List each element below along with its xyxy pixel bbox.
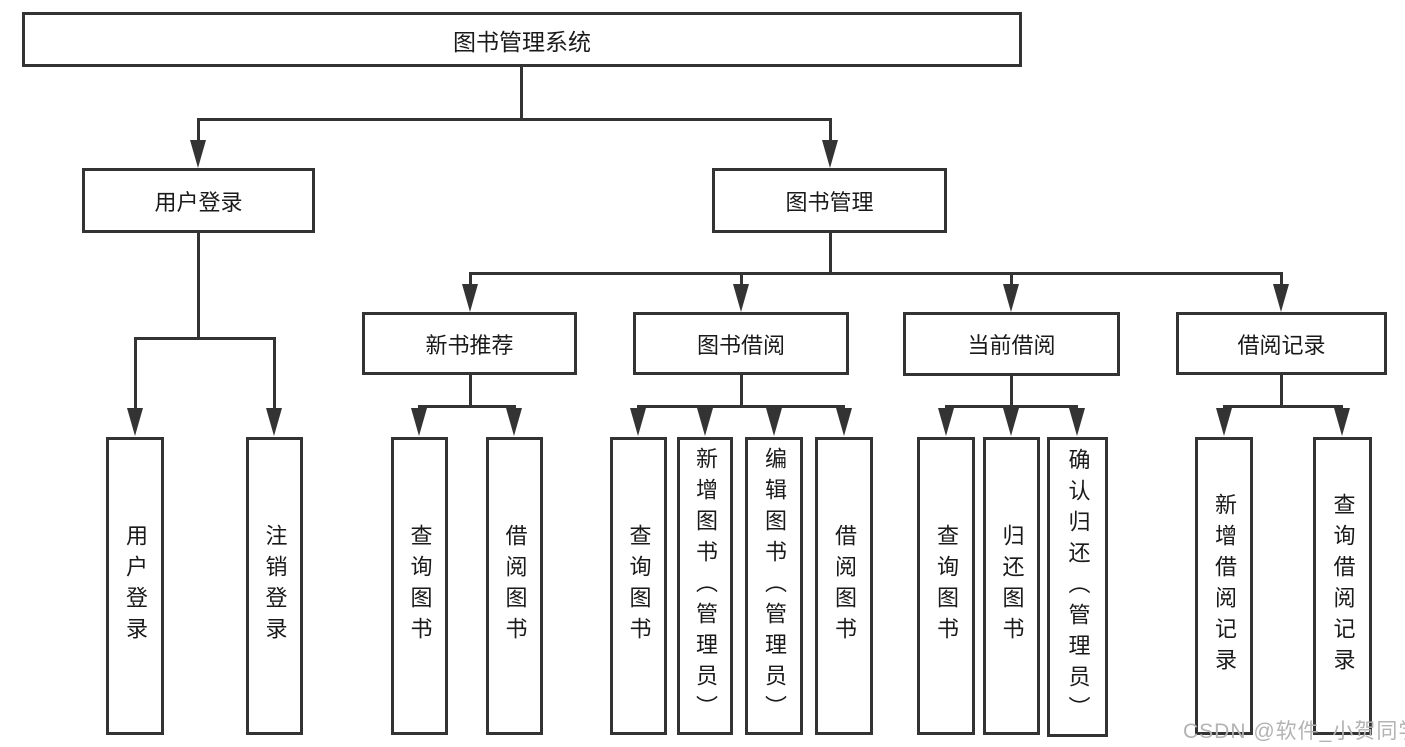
leaf-label: 查询图书 [934, 524, 959, 648]
arrow-down-icon [766, 408, 782, 436]
arrow-down-icon [697, 408, 713, 436]
arrow-down-icon [630, 408, 646, 436]
leaf-label: 编辑图书（管理员） [762, 446, 787, 726]
leaf-label: 查询图书 [626, 524, 652, 648]
leaf-recommend-borrow-books: 借阅图书 [486, 437, 543, 735]
connector-records-children-bar [1223, 405, 1343, 408]
connector-stub-login-user [134, 337, 137, 412]
arrow-down-icon [1069, 408, 1085, 436]
connector-mgmt-stem [829, 233, 832, 272]
leaf-records-add-record: 新增借阅记录 [1195, 437, 1253, 735]
leaf-borrow-edit-books-admin: 编辑图书（管理员） [745, 437, 803, 735]
leaf-current-return-books: 归还图书 [983, 437, 1040, 735]
leaf-borrow-query-books: 查询图书 [610, 437, 667, 735]
leaf-current-query-books: 查询图书 [917, 437, 975, 735]
csdn-watermark: CSDN @软件_小贺同学 [1183, 720, 1405, 743]
connector-stub-records [1280, 272, 1283, 290]
leaf-current-confirm-return-admin: 确认归还（管理员） [1047, 437, 1108, 737]
leaf-recommend-query-books: 查询图书 [391, 437, 448, 735]
connector-stub-borrow [740, 272, 743, 290]
connector-login-stem [197, 233, 200, 337]
connector-root-stem [520, 66, 523, 119]
connector-current-stem [1010, 375, 1013, 405]
arrow-down-icon [190, 140, 206, 168]
connector-stub-mgmt [829, 118, 832, 146]
connector-stub-login-out [273, 337, 276, 412]
leaf-borrow-add-books-admin: 新增图书（管理员） [677, 437, 733, 735]
arrow-down-icon [266, 408, 282, 436]
connector-login-children-bar [134, 337, 276, 340]
leaf-label: 用户登录 [123, 524, 148, 648]
node-book-management: 图书管理 [712, 168, 947, 233]
arrow-down-icon [411, 408, 427, 436]
leaf-label: 借阅图书 [832, 524, 857, 648]
leaf-records-query-record: 查询借阅记录 [1313, 437, 1372, 735]
connector-borrow-stem [740, 375, 743, 405]
node-current-borrow: 当前借阅 [903, 312, 1120, 376]
arrow-down-icon [822, 140, 838, 168]
leaf-label: 归还图书 [999, 524, 1025, 648]
arrow-down-icon [733, 284, 749, 312]
connector-recommend-stem [469, 375, 472, 405]
node-user-login: 用户登录 [82, 168, 315, 233]
arrow-down-icon [506, 408, 522, 436]
leaf-label: 新增借阅记录 [1212, 493, 1237, 679]
arrow-down-icon [836, 408, 852, 436]
arrow-down-icon [1003, 284, 1019, 312]
arrow-down-icon [1273, 284, 1289, 312]
leaf-label: 确认归还（管理员） [1065, 447, 1091, 727]
leaf-label: 新增图书（管理员） [693, 446, 718, 726]
connector-level2-bar [197, 118, 832, 121]
arrow-down-icon [1003, 408, 1019, 436]
node-borrow-records: 借阅记录 [1176, 312, 1387, 375]
leaf-label: 查询借阅记录 [1330, 493, 1356, 679]
connector-recommend-children-bar [418, 405, 516, 408]
leaf-label: 借阅图书 [502, 524, 528, 648]
connector-current-children-bar [945, 405, 1078, 408]
connector-stub-recommend [469, 272, 472, 290]
arrow-down-icon [1334, 408, 1350, 436]
leaf-label: 查询图书 [407, 524, 433, 648]
leaf-user-login: 用户登录 [106, 437, 164, 735]
arrow-down-icon [462, 284, 478, 312]
node-new-book-recommend: 新书推荐 [362, 312, 577, 375]
leaf-label: 注销登录 [262, 524, 288, 648]
connector-stub-current [1010, 272, 1013, 290]
connector-records-stem [1280, 375, 1283, 405]
arrow-down-icon [127, 408, 143, 436]
connector-level3-bar [469, 272, 1283, 275]
node-library-system: 图书管理系统 [22, 12, 1022, 67]
leaf-logout: 注销登录 [246, 437, 303, 735]
node-book-borrow: 图书借阅 [633, 312, 849, 375]
connector-borrow-children-bar [637, 405, 845, 408]
connector-stub-login [197, 118, 200, 146]
arrow-down-icon [938, 408, 954, 436]
leaf-borrow-borrow-books: 借阅图书 [815, 437, 873, 735]
arrow-down-icon [1216, 408, 1232, 436]
